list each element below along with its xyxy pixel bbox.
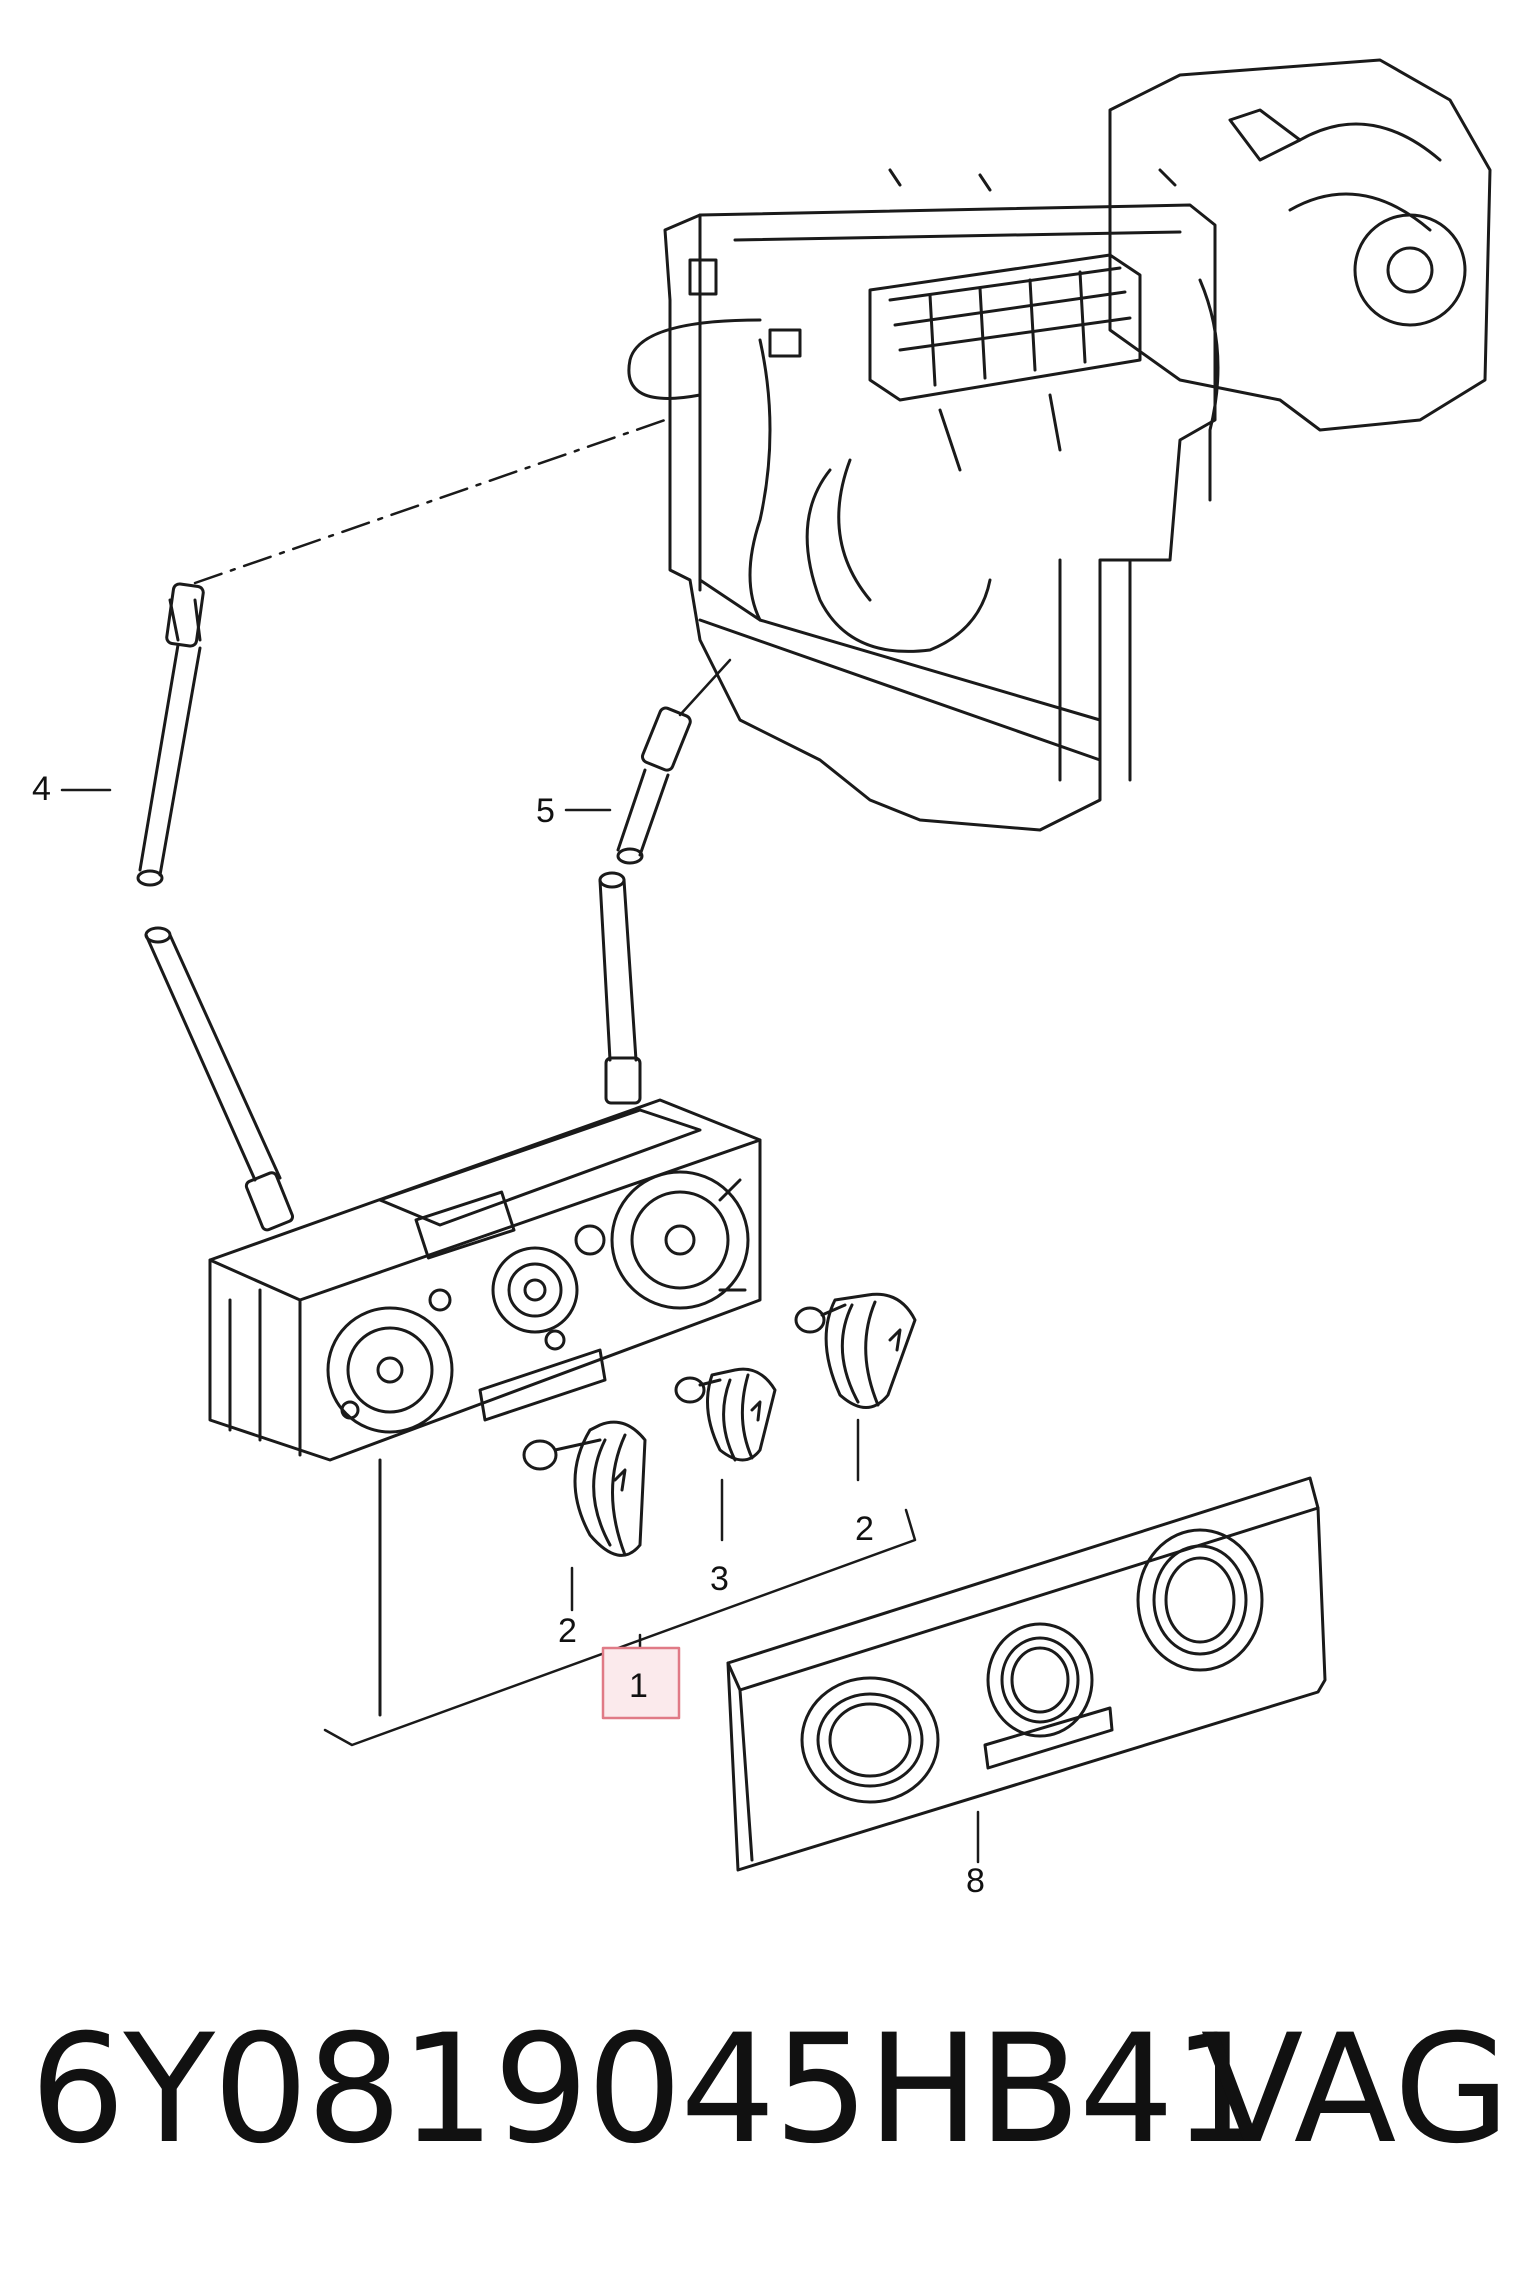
trim-panel-8 xyxy=(726,1476,1327,1872)
callout-1-highlight-box xyxy=(601,1646,681,1720)
climate-control-unit-1 xyxy=(208,1098,762,1717)
footer: 6Y0819045HB41 VAG xyxy=(0,1990,1540,2190)
callout-labels: 4 5 2 3 2 1 8 xyxy=(32,770,985,1900)
callout-1: 1 xyxy=(629,1667,648,1705)
callout-2-right: 2 xyxy=(855,1510,874,1548)
knob-2-left xyxy=(522,1420,647,1612)
callout-2-left: 2 xyxy=(558,1612,577,1650)
cable-4 xyxy=(136,418,667,1232)
heater-housing-assembly xyxy=(627,58,1492,832)
knob-2-right xyxy=(794,1292,917,1482)
callout-8: 8 xyxy=(966,1862,985,1900)
callout-4: 4 xyxy=(32,770,51,808)
knob-3-middle xyxy=(674,1367,777,1542)
brand-label: VAG xyxy=(1200,2003,1510,2177)
callout-3: 3 xyxy=(710,1560,729,1598)
callout-5: 5 xyxy=(536,792,555,830)
part-number: 6Y0819045HB41 xyxy=(30,2003,1268,2177)
exploded-parts-diagram: 4 5 2 3 2 1 8 xyxy=(32,58,1492,1900)
cable-5 xyxy=(598,658,732,1105)
